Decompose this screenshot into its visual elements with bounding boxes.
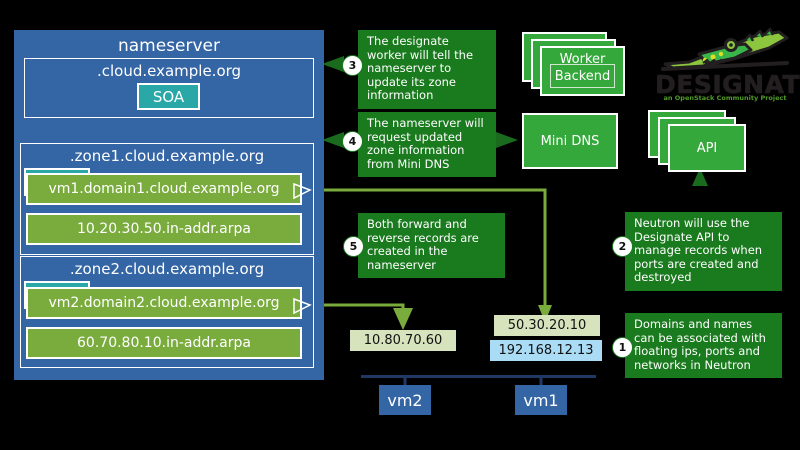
record-connector-nubs bbox=[293, 182, 312, 315]
zone2-record-forward: vm2.domain2.cloud.example.org bbox=[26, 287, 302, 319]
mini-dns-box: Mini DNS bbox=[522, 113, 618, 169]
zone2-record-reverse: 60.70.80.10.in-addr.arpa bbox=[26, 327, 302, 359]
ip-box-50-30-20-10: 50.30.20.10 bbox=[494, 315, 600, 336]
api-box: API bbox=[668, 124, 746, 172]
zone1-title: .zone1.cloud.example.org bbox=[69, 147, 265, 165]
callout-2: Neutron will use the Designate API to ma… bbox=[625, 212, 782, 291]
crocodile-icon bbox=[661, 27, 789, 71]
vm-box-vm1: vm1 bbox=[515, 385, 567, 415]
worker-box: Worker Backend bbox=[540, 46, 625, 96]
callout-3-text: The designate worker will tell the names… bbox=[358, 30, 496, 109]
network-drop-lines bbox=[403, 375, 543, 385]
arrow-api-up bbox=[692, 168, 708, 186]
vm-box-vm2: vm2 bbox=[379, 385, 431, 415]
designate-logo: DESIGNATE an OpenStack Community Project bbox=[655, 26, 800, 114]
zone1-record-reverse: 10.20.30.50.in-addr.arpa bbox=[26, 213, 302, 245]
ip-box-192-168-12-13: 192.168.12.13 bbox=[490, 340, 602, 361]
callout-5-badge: 5 bbox=[343, 236, 364, 257]
nameserver-title: nameserver bbox=[117, 36, 221, 56]
arrow-callout3 bbox=[322, 56, 344, 72]
callout-5: Both forward and reverse records are cre… bbox=[358, 213, 505, 279]
worker-label: Worker bbox=[559, 52, 606, 67]
zone1-record-forward: vm1.domain1.cloud.example.org bbox=[26, 173, 302, 205]
callout-4: The nameserver will request updated zone… bbox=[358, 112, 496, 178]
arrow-minidns bbox=[496, 132, 518, 148]
callout-3: The designate worker will tell the names… bbox=[358, 30, 496, 109]
callout-3-badge: 3 bbox=[342, 55, 363, 76]
network-line bbox=[361, 375, 596, 378]
logo-tagline: an OpenStack Community Project bbox=[663, 94, 787, 102]
logo-wordmark: DESIGNATE bbox=[655, 70, 800, 100]
callout-1-text: Domains and names can be associated with… bbox=[625, 313, 782, 379]
root-zone-title: .cloud.example.org bbox=[96, 62, 242, 80]
zone2-title: .zone2.cloud.example.org bbox=[69, 260, 265, 278]
root-zone-soa: SOA bbox=[137, 83, 200, 110]
callout-2-text: Neutron will use the Designate API to ma… bbox=[625, 212, 782, 291]
callout-1-badge: 1 bbox=[612, 337, 633, 358]
callout-2-badge: 2 bbox=[612, 236, 633, 257]
callout-4-text: The nameserver will request updated zone… bbox=[358, 112, 496, 178]
ip-box-10-80-70-60: 10.80.70.60 bbox=[350, 330, 456, 351]
callout-4-badge: 4 bbox=[342, 131, 363, 152]
backend-label: Backend bbox=[550, 64, 615, 88]
callout-5-text: Both forward and reverse records are cre… bbox=[358, 213, 505, 279]
arrow-callout4 bbox=[322, 132, 344, 148]
callout-1: Domains and names can be associated with… bbox=[625, 313, 782, 379]
